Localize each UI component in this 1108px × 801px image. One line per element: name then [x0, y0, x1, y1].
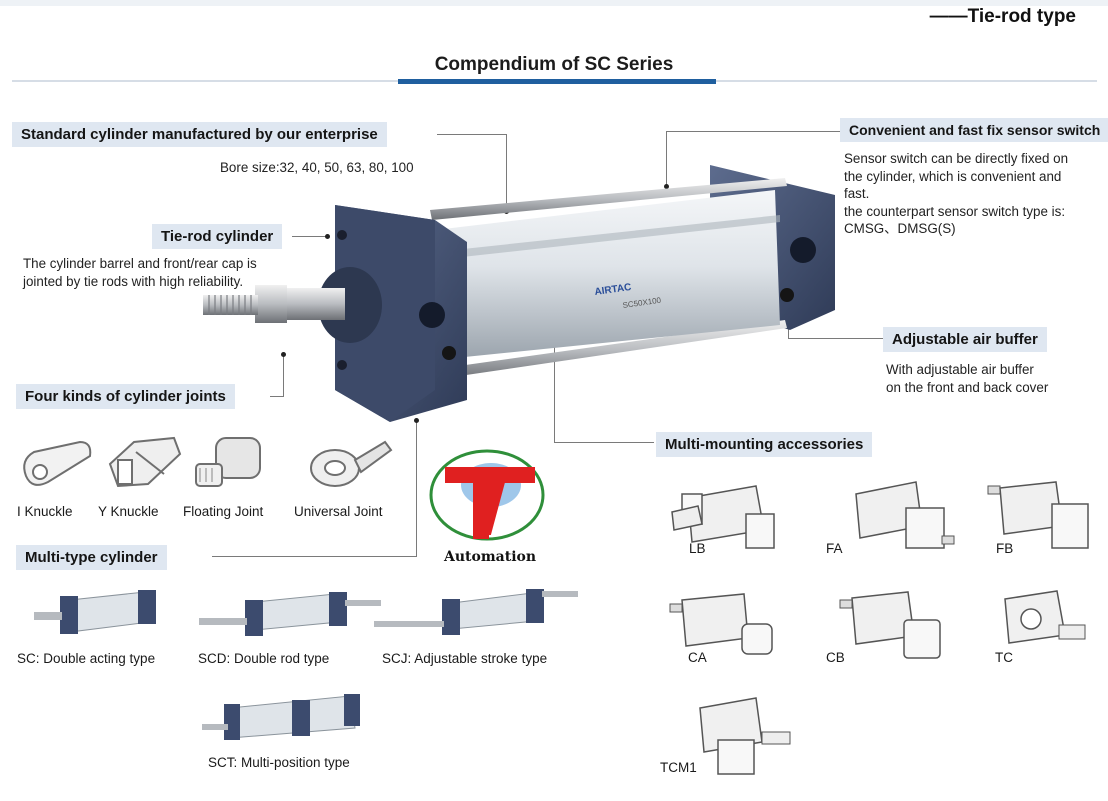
multitype-caption: SCJ: Adjustable stroke type — [382, 651, 548, 666]
multitype-caption: SCD: Double rod type — [198, 651, 330, 666]
sensor-switch-label: Convenient and fast fix sensor switch — [840, 118, 1108, 142]
tie-rod-type-label: ——Tie-rod type — [929, 6, 1076, 27]
text-line: the counterpart sensor switch type is: — [844, 203, 1066, 219]
cb-mount-illustration — [839, 591, 941, 659]
tcm1-mount-illustration — [699, 697, 791, 775]
leader-line — [788, 338, 883, 339]
text-line: The cylinder barrel and front/rear cap i… — [23, 256, 257, 271]
title-underline — [398, 79, 716, 84]
i-knuckle-illustration — [23, 440, 92, 486]
standard-cylinder-label: Standard cylinder manufactured by our en… — [12, 122, 387, 147]
sensor-switch-description: Sensor switch can be directly fixed on t… — [844, 150, 1068, 238]
mount-caption: FA — [826, 541, 843, 556]
leader-line — [416, 420, 417, 557]
leader-line — [666, 131, 842, 132]
mount-caption: TC — [995, 650, 1013, 665]
fa-mount-illustration — [855, 481, 955, 549]
joint-caption: Universal Joint — [294, 504, 383, 519]
text-line: Sensor switch can be directly fixed on — [844, 151, 1069, 166]
tc-mount-illustration — [1004, 590, 1086, 644]
leader-dot — [325, 234, 330, 239]
text-line: the cylinder, which is convenient and — [844, 168, 1062, 184]
leader-line — [506, 134, 507, 212]
universal-joint-illustration — [310, 440, 393, 487]
leader-line — [666, 131, 667, 187]
top-strip — [0, 0, 1108, 6]
leader-line — [212, 556, 416, 557]
mount-caption: FB — [996, 541, 1014, 556]
watermark-text: Automation — [444, 549, 537, 565]
main-cylinder-illustration: AIRTAC SC50X100 — [203, 165, 835, 422]
automation-logo — [429, 449, 545, 541]
scd-cylinder-illustration — [199, 592, 381, 636]
air-buffer-label: Adjustable air buffer — [883, 327, 1047, 352]
mounting-accessories-label: Multi-mounting accessories — [656, 432, 873, 457]
leader-line — [270, 396, 284, 397]
page-title: Compendium of SC Series — [434, 54, 674, 75]
leader-line — [554, 335, 555, 443]
sct-cylinder-illustration — [202, 694, 360, 740]
sc-cylinder-illustration — [34, 590, 156, 634]
mount-caption: CA — [688, 650, 707, 665]
air-buffer-description: With adjustable air buffer on the front … — [886, 361, 1048, 396]
fb-mount-illustration — [987, 481, 1089, 549]
tie-rod-description: The cylinder barrel and front/rear cap i… — [23, 255, 257, 290]
joint-caption: I Knuckle — [17, 504, 73, 519]
ca-mount-illustration — [669, 593, 773, 655]
text-line: CMSG、DMSG(S) — [844, 221, 956, 236]
text-line: on the front and back cover — [886, 379, 1049, 395]
leader-dot — [414, 418, 419, 423]
floating-joint-illustration — [195, 437, 261, 487]
mount-caption: LB — [689, 541, 706, 556]
tie-rod-cylinder-label: Tie-rod cylinder — [152, 224, 283, 249]
lb-mount-illustration — [671, 485, 775, 549]
scj-cylinder-illustration — [374, 589, 578, 635]
leader-line — [554, 442, 654, 443]
text-line: fast. — [844, 186, 870, 201]
leader-line — [283, 355, 284, 397]
leader-dot — [664, 184, 669, 189]
leader-dot — [281, 352, 286, 357]
leader-line — [292, 236, 328, 237]
multi-type-cylinder-label: Multi-type cylinder — [16, 545, 167, 570]
joint-caption: Floating Joint — [183, 504, 264, 519]
text-line: jointed by tie rods with high reliabilit… — [23, 273, 244, 289]
cylinder-joints-label: Four kinds of cylinder joints — [16, 384, 235, 409]
y-knuckle-illustration — [108, 436, 182, 488]
multitype-caption: SC: Double acting type — [17, 651, 156, 666]
mount-caption: CB — [826, 650, 845, 665]
bore-size-text: Bore size:32, 40, 50, 63, 80, 100 — [220, 160, 414, 175]
mount-caption: TCM1 — [660, 760, 697, 775]
leader-line — [437, 134, 507, 135]
brand-mark: AIRTAC — [594, 282, 632, 298]
text-line: With adjustable air buffer — [886, 362, 1034, 377]
joint-caption: Y Knuckle — [98, 504, 159, 519]
multitype-caption: SCT: Multi-position type — [208, 755, 350, 770]
